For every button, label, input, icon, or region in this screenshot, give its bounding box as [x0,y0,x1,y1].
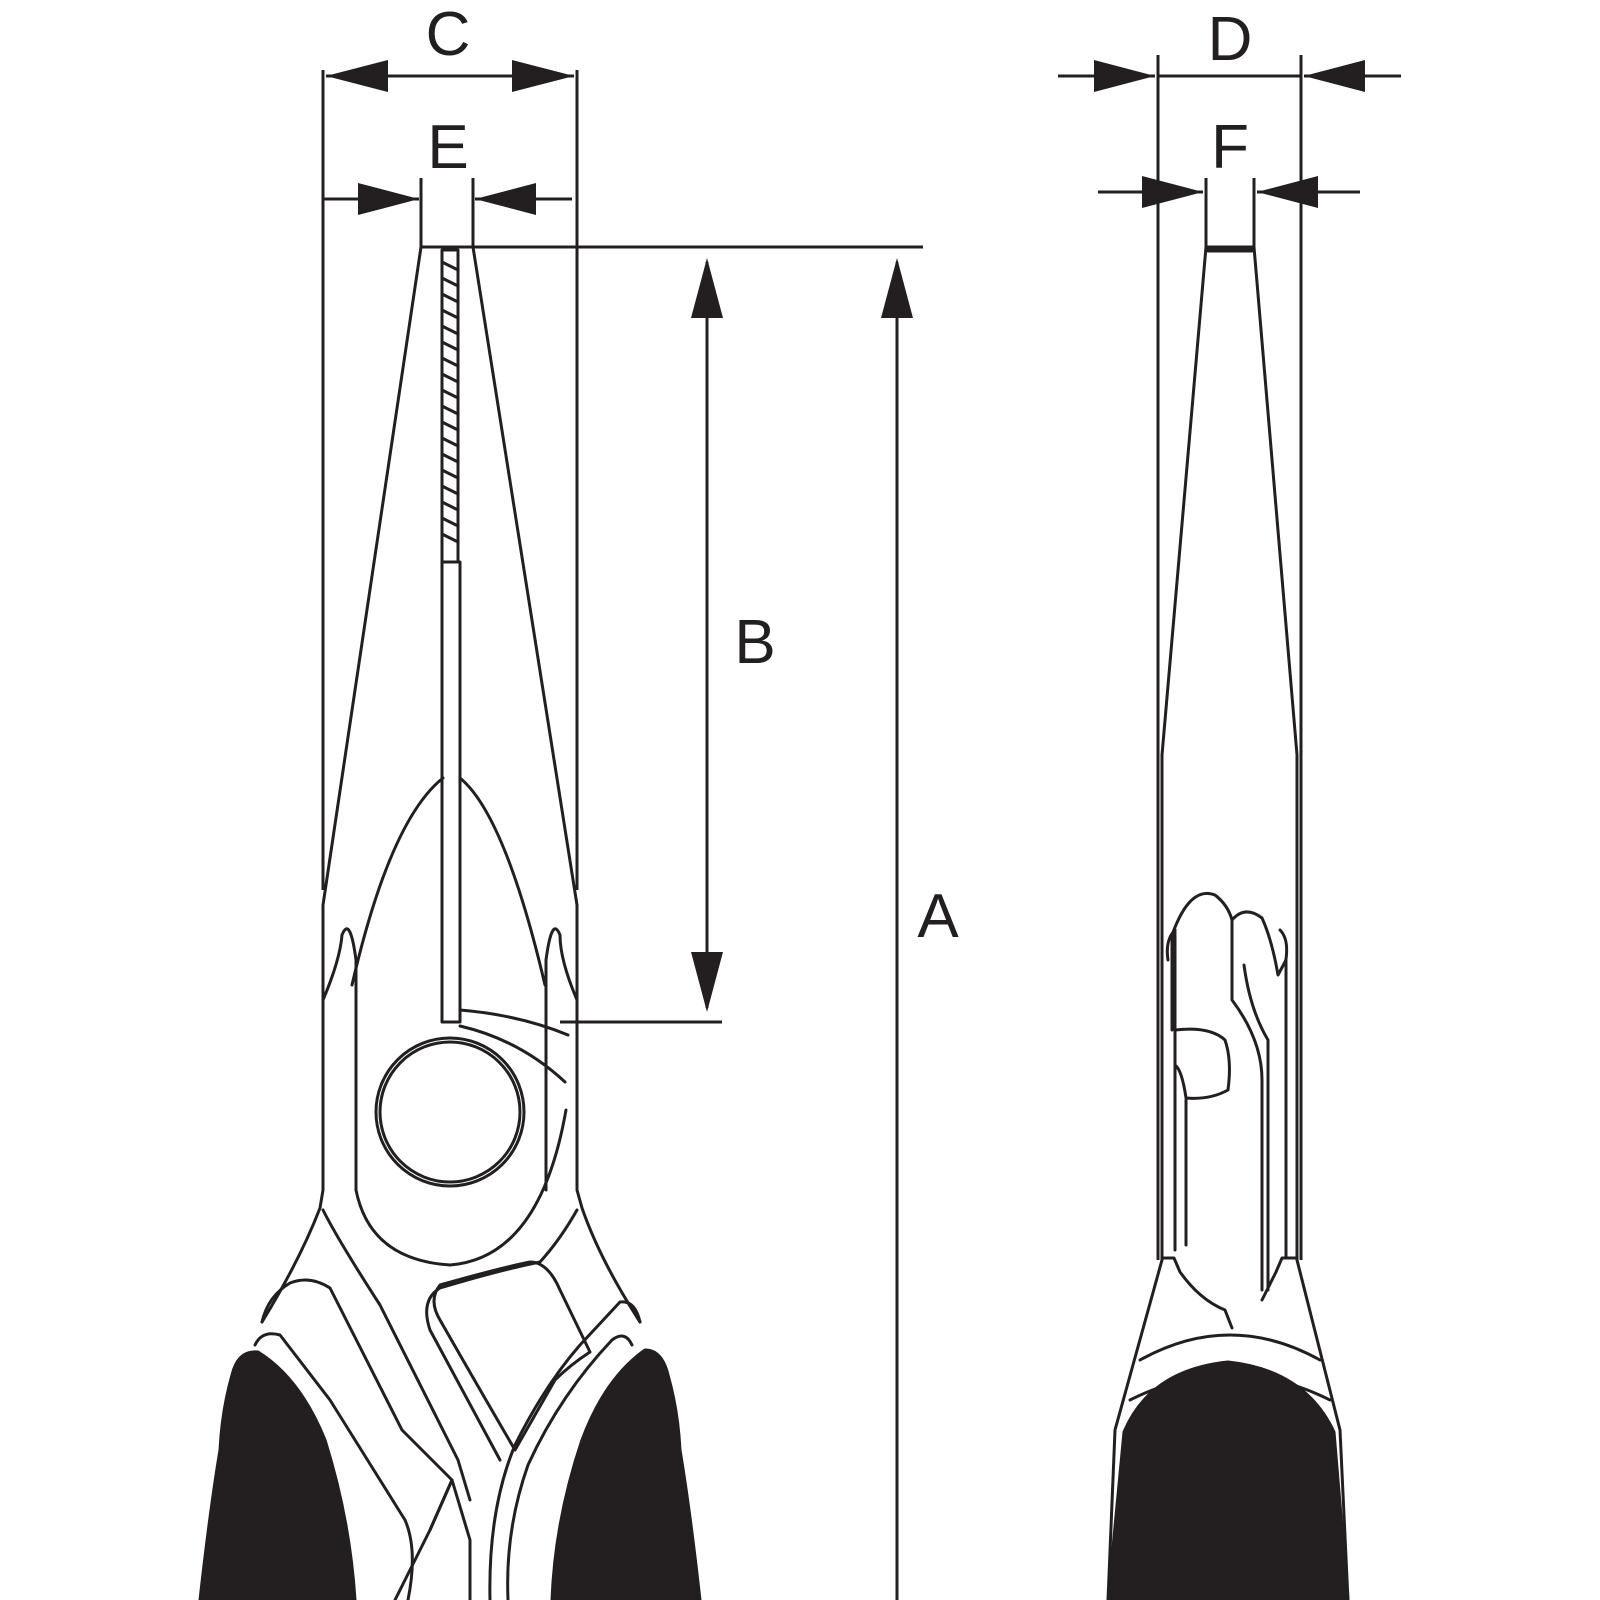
pivot-rivet [374,1036,526,1188]
arrow-e-right [475,183,536,215]
label-f: F [1211,113,1249,182]
handle-right-sleeve [488,1300,642,1600]
arrow-c-left [326,60,388,92]
handle-left-upper [321,1208,472,1502]
handle-left-inner [253,1332,414,1600]
front-view: C E B A [198,0,959,1600]
label-a: A [917,882,959,951]
label-c: C [426,0,471,69]
side-handle-outline [1106,1258,1350,1600]
arrow-d-right [1304,60,1365,92]
pivot-rivet-inner [378,1040,522,1184]
arrow-e-left [358,183,419,215]
handle-right-window [432,1260,592,1452]
arrow-b-top [691,258,723,318]
side-handle-grip [1106,1360,1350,1600]
arrow-a-top [881,258,913,318]
handle-right-upper [425,1208,579,1462]
side-body-left-flank [1173,928,1188,1252]
handle-right-inner [506,1334,634,1600]
handle-right-grip [550,1348,702,1600]
arrow-b-bottom [691,952,723,1012]
side-body-lower [1160,1256,1299,1330]
jaw-inner-curve [350,776,547,987]
arrow-c-right [512,60,574,92]
side-body-curve [1230,918,1270,1292]
label-d: D [1208,5,1253,74]
right-notch [544,927,579,1192]
jaw-outline [260,245,642,1324]
handle-left-sleeve [260,1278,454,1600]
side-view: D F [1058,5,1401,1600]
handle-bottom-crossover [428,1478,472,1600]
jaw-serration-teeth [440,260,460,544]
pivot-surround [354,1108,568,1267]
side-jaw-outline [1160,245,1299,1262]
jaw-center-slit [440,560,462,1024]
arrow-f-right [1257,176,1318,208]
handle-left-grip [198,1350,357,1600]
arrow-d-left [1094,60,1155,92]
side-body-inner [1165,928,1289,967]
label-e: E [427,113,468,182]
arrow-f-left [1142,176,1203,208]
side-body-tab [1173,1027,1231,1100]
left-notch [321,927,358,1192]
cutter-edge [458,1008,570,1084]
label-b: B [734,608,775,677]
